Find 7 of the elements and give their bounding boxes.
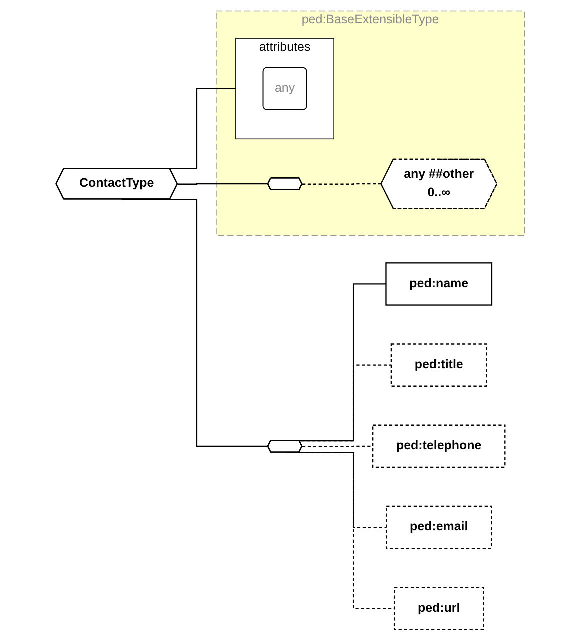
node-box: ped:title bbox=[390, 344, 488, 387]
node-box: ped:telephone bbox=[372, 424, 506, 468]
connector bbox=[302, 183, 382, 185]
node-box: ped:url bbox=[394, 587, 484, 630]
connector bbox=[178, 183, 269, 185]
node-box: ped:email bbox=[386, 506, 492, 550]
node-box: ped:name bbox=[386, 262, 493, 306]
